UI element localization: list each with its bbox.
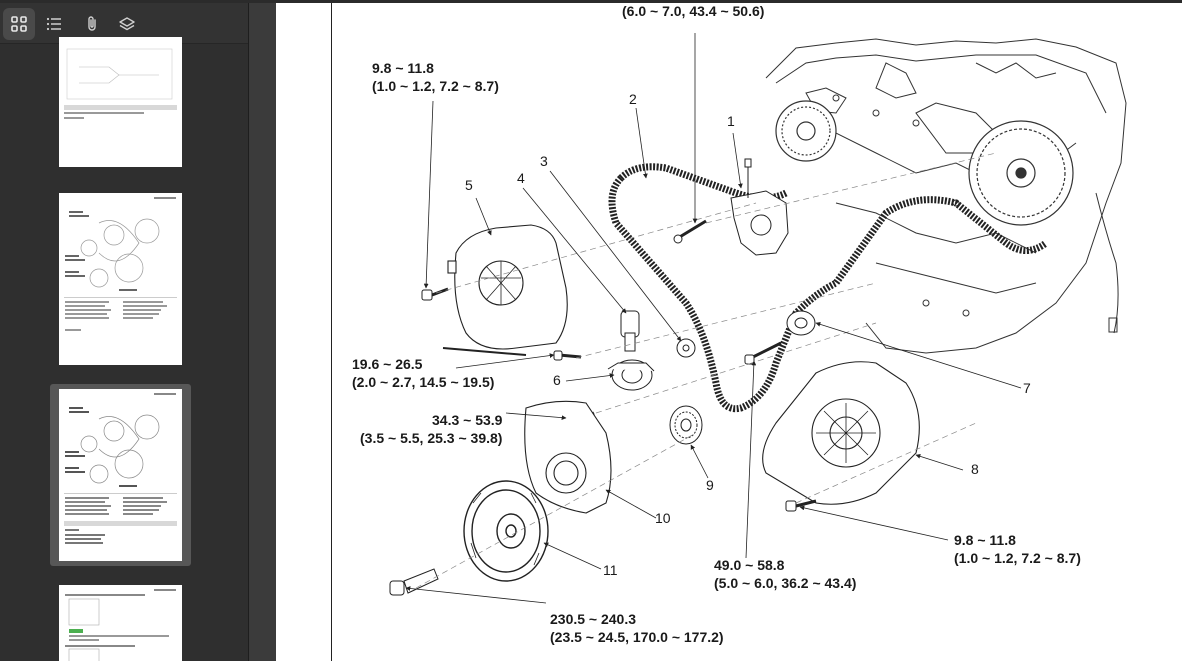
engine-block: [765, 38, 1127, 354]
idler-bolt-right: [744, 341, 782, 365]
part-number-6: 6: [553, 372, 561, 388]
attachments-button[interactable]: [76, 8, 108, 40]
timing-belt-upper-cover: [442, 224, 568, 356]
thumbnail-list: [0, 37, 248, 661]
part-number-9: 9: [706, 477, 714, 493]
torque-spec-bottom: 230.5 ~ 240.3 (23.5 ~ 24.5, 170.0 ~ 177.…: [550, 611, 724, 645]
leader-lines: [405, 33, 1022, 604]
torque-spec-upper-left: 9.8 ~ 11.8 (1.0 ~ 1.2, 7.2 ~ 8.7): [372, 60, 499, 94]
auto-tensioner: [730, 158, 789, 256]
crankshaft-bolt: [389, 568, 439, 596]
page-thumbnail-2[interactable]: [50, 188, 191, 370]
part-number-7: 7: [1023, 380, 1031, 396]
paperclip-icon: [88, 16, 96, 31]
part-number-5: 5: [465, 177, 473, 193]
tensioner-pulley: [676, 338, 696, 358]
part-number-2: 2: [629, 91, 637, 107]
thumbnail-view-button[interactable]: [3, 8, 35, 40]
part-number-8: 8: [971, 461, 979, 477]
torque-spec-bottom-right: 9.8 ~ 11.8 (1.0 ~ 1.2, 7.2 ~ 8.7): [954, 532, 1081, 566]
layers-button[interactable]: [111, 8, 143, 40]
part-number-3: 3: [540, 153, 548, 169]
part-number-11: 11: [603, 562, 618, 578]
camshaft-sprockets: [775, 100, 1074, 226]
part-number-10: 10: [655, 510, 671, 526]
part-number-1: 1: [727, 113, 735, 129]
tensioner-arm: [620, 310, 640, 352]
part-number-4: 4: [517, 170, 525, 186]
timing-belt-lower-cover: [524, 400, 612, 514]
thumbnail-sidebar: [0, 3, 249, 661]
tensioner-bolt: [673, 219, 707, 244]
torque-spec-bottom-center: 49.0 ~ 58.8 (5.0 ~ 6.0, 36.2 ~ 43.4): [714, 557, 857, 591]
lower-cover-bolt: [785, 499, 817, 512]
page-border-line: [331, 3, 332, 661]
page-thumbnail-3[interactable]: [50, 384, 191, 566]
list-icon: [46, 17, 61, 31]
cover-bolt-upper: [421, 287, 449, 301]
layers-icon: [119, 17, 135, 31]
page-thumbnail-1[interactable]: [50, 32, 191, 172]
document-page[interactable]: (6.0 ~ 7.0, 43.4 ~ 50.6) 9.8 ~ 11.8 (1.0…: [276, 3, 1182, 661]
page-gutter: [249, 3, 276, 661]
idler-pulley: [607, 359, 655, 391]
torque-spec-lower-left: 34.3 ~ 53.9 (3.5 ~ 5.5, 25.3 ~ 39.8): [360, 412, 503, 446]
page-thumbnail-image: [59, 37, 182, 167]
timing-system-diagram: [389, 33, 1127, 604]
outline-view-button[interactable]: [38, 8, 70, 40]
torque-spec-mid-left: 19.6 ~ 26.5 (2.0 ~ 2.7, 14.5 ~ 19.5): [352, 356, 495, 390]
crankshaft-damper-pulley: [463, 480, 549, 582]
page-thumbnail-image: [59, 585, 182, 661]
idler-bolt: [553, 350, 582, 361]
torque-spec-top: (6.0 ~ 7.0, 43.4 ~ 50.6): [622, 3, 765, 19]
alignment-lines: [415, 152, 997, 589]
idler-pulley-right: [786, 310, 816, 336]
timing-belt-lower-cover-right: [762, 361, 920, 505]
page-thumbnail-image: [59, 193, 182, 365]
crankshaft-sprocket: [669, 405, 703, 445]
window-top-strip: [0, 0, 1182, 3]
page-thumbnail-image: [59, 389, 182, 561]
grid-icon: [11, 16, 27, 32]
page-thumbnail-4[interactable]: [50, 580, 191, 661]
